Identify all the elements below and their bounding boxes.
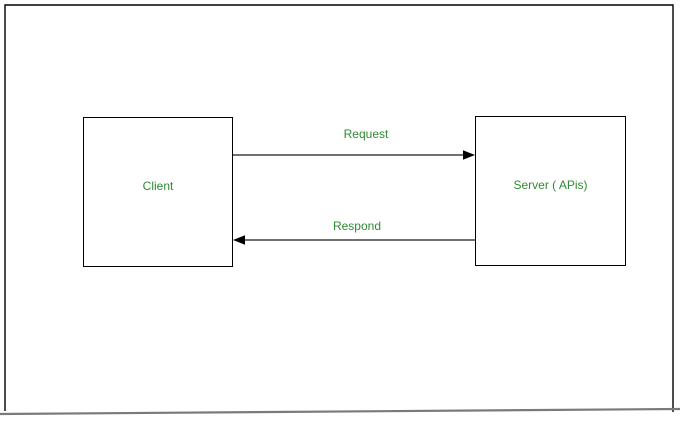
edge-respond-label: Respond <box>287 219 427 233</box>
edge-respond-arrowhead-icon <box>233 235 245 245</box>
node-client: Client <box>83 117 233 267</box>
edge-request-label: Request <box>296 127 436 141</box>
page-frame-bottom-edge <box>0 407 680 416</box>
node-server: Server ( APis) <box>475 116 626 266</box>
node-server-label: Server ( APis) <box>513 178 588 192</box>
page-frame-border <box>4 4 674 412</box>
node-client-label: Client <box>142 179 174 193</box>
edge-request-arrowhead-icon <box>463 150 475 160</box>
